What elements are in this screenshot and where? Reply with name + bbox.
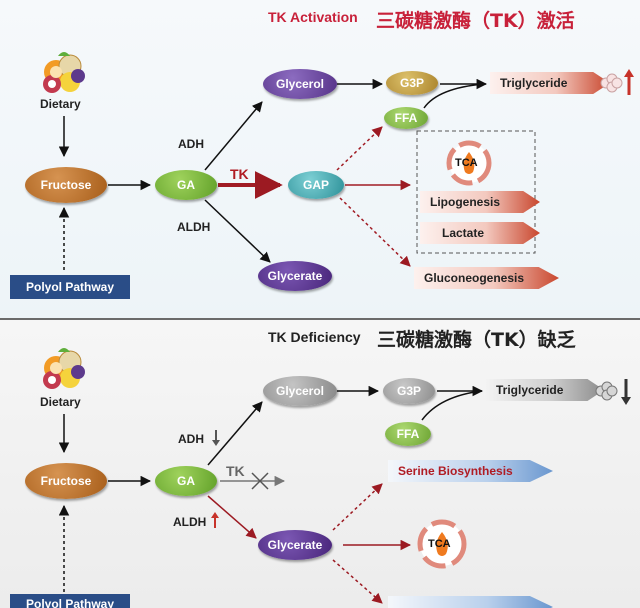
top-triglyceride-arrow: Triglyceride [490, 72, 610, 94]
bottom-title-cn: 三碳糖激酶（TK）缺乏 [377, 329, 576, 351]
bottom-adh-label: ADH [178, 432, 204, 446]
top-glycerol-node: Glycerol [263, 69, 337, 99]
fat-droplets-icon-2 [595, 381, 618, 401]
up-arrow-icon-2 [211, 512, 219, 528]
bottom-aldh-label: ALDH [173, 515, 207, 529]
bottom-g3p-node: G3P [383, 378, 435, 404]
bottom-triglyceride-label: Triglyceride [496, 383, 564, 397]
bottom-polyol-pathway-box: Polyol Pathway [10, 594, 130, 608]
up-arrow-icon [624, 69, 634, 95]
top-lactate-arrow: Lactate [420, 222, 540, 244]
top-aldh-label: ALDH [177, 220, 211, 234]
top-ffa-node: FFA [384, 107, 428, 129]
bottom-bottom-arrow [388, 596, 553, 608]
flame-icon-2 [436, 532, 448, 556]
bottom-serine-label: Serine Biosynthesis [398, 464, 513, 478]
top-gluconeogenesis-label: Gluconeogenesis [424, 271, 525, 285]
bottom-glycerate-node: Glycerate [258, 530, 332, 560]
fruit-basket-icon [43, 52, 85, 93]
top-ga-node: GA [155, 170, 217, 200]
top-gluconeogenesis-arrow: Gluconeogenesis [414, 267, 559, 289]
bottom-fructose-node: Fructose [25, 463, 107, 499]
bottom-glycerol-node: Glycerol [263, 376, 337, 406]
top-title-en: TK Activation [268, 9, 358, 25]
top-lipogenesis-label: Lipogenesis [430, 195, 501, 209]
bottom-title-en: TK Deficiency [268, 329, 361, 345]
top-glycerate-node: Glycerate [258, 261, 332, 291]
fruit-basket-icon-2 [43, 348, 85, 389]
bottom-tk-label: TK [226, 463, 245, 479]
bottom-tca-label: TCA [428, 538, 451, 550]
top-gap-node: GAP [288, 171, 344, 199]
top-g3p-node: G3P [386, 71, 438, 95]
top-triglyceride-label: Triglyceride [500, 76, 568, 90]
cross-mark-icon [251, 472, 269, 490]
top-lactate-label: Lactate [442, 226, 485, 240]
top-adh-label: ADH [178, 137, 204, 151]
top-lipogenesis-arrow: Lipogenesis [420, 191, 540, 213]
bottom-ga-node: GA [155, 466, 217, 496]
fat-droplets-icon [600, 73, 623, 93]
down-arrow-icon [212, 430, 220, 446]
bottom-ffa-node: FFA [385, 422, 431, 446]
down-arrow-icon-2 [621, 379, 631, 405]
top-tk-label: TK [230, 166, 249, 182]
top-dietary-label: Dietary [40, 97, 81, 111]
panel-divider [0, 318, 640, 320]
flame-icon [463, 152, 475, 174]
bottom-triglyceride-arrow: Triglyceride [486, 379, 604, 401]
top-fructose-node: Fructose [25, 167, 107, 203]
tca-cycle-icon [446, 140, 492, 186]
bottom-serine-arrow: Serine Biosynthesis [388, 460, 553, 482]
tca-cycle-icon-2 [417, 519, 467, 569]
top-tca-label: TCA [455, 157, 478, 169]
top-title-cn: 三碳糖激酶（TK）激活 [376, 10, 575, 32]
top-polyol-pathway-box: Polyol Pathway [10, 275, 130, 299]
bottom-dietary-label: Dietary [40, 395, 81, 409]
